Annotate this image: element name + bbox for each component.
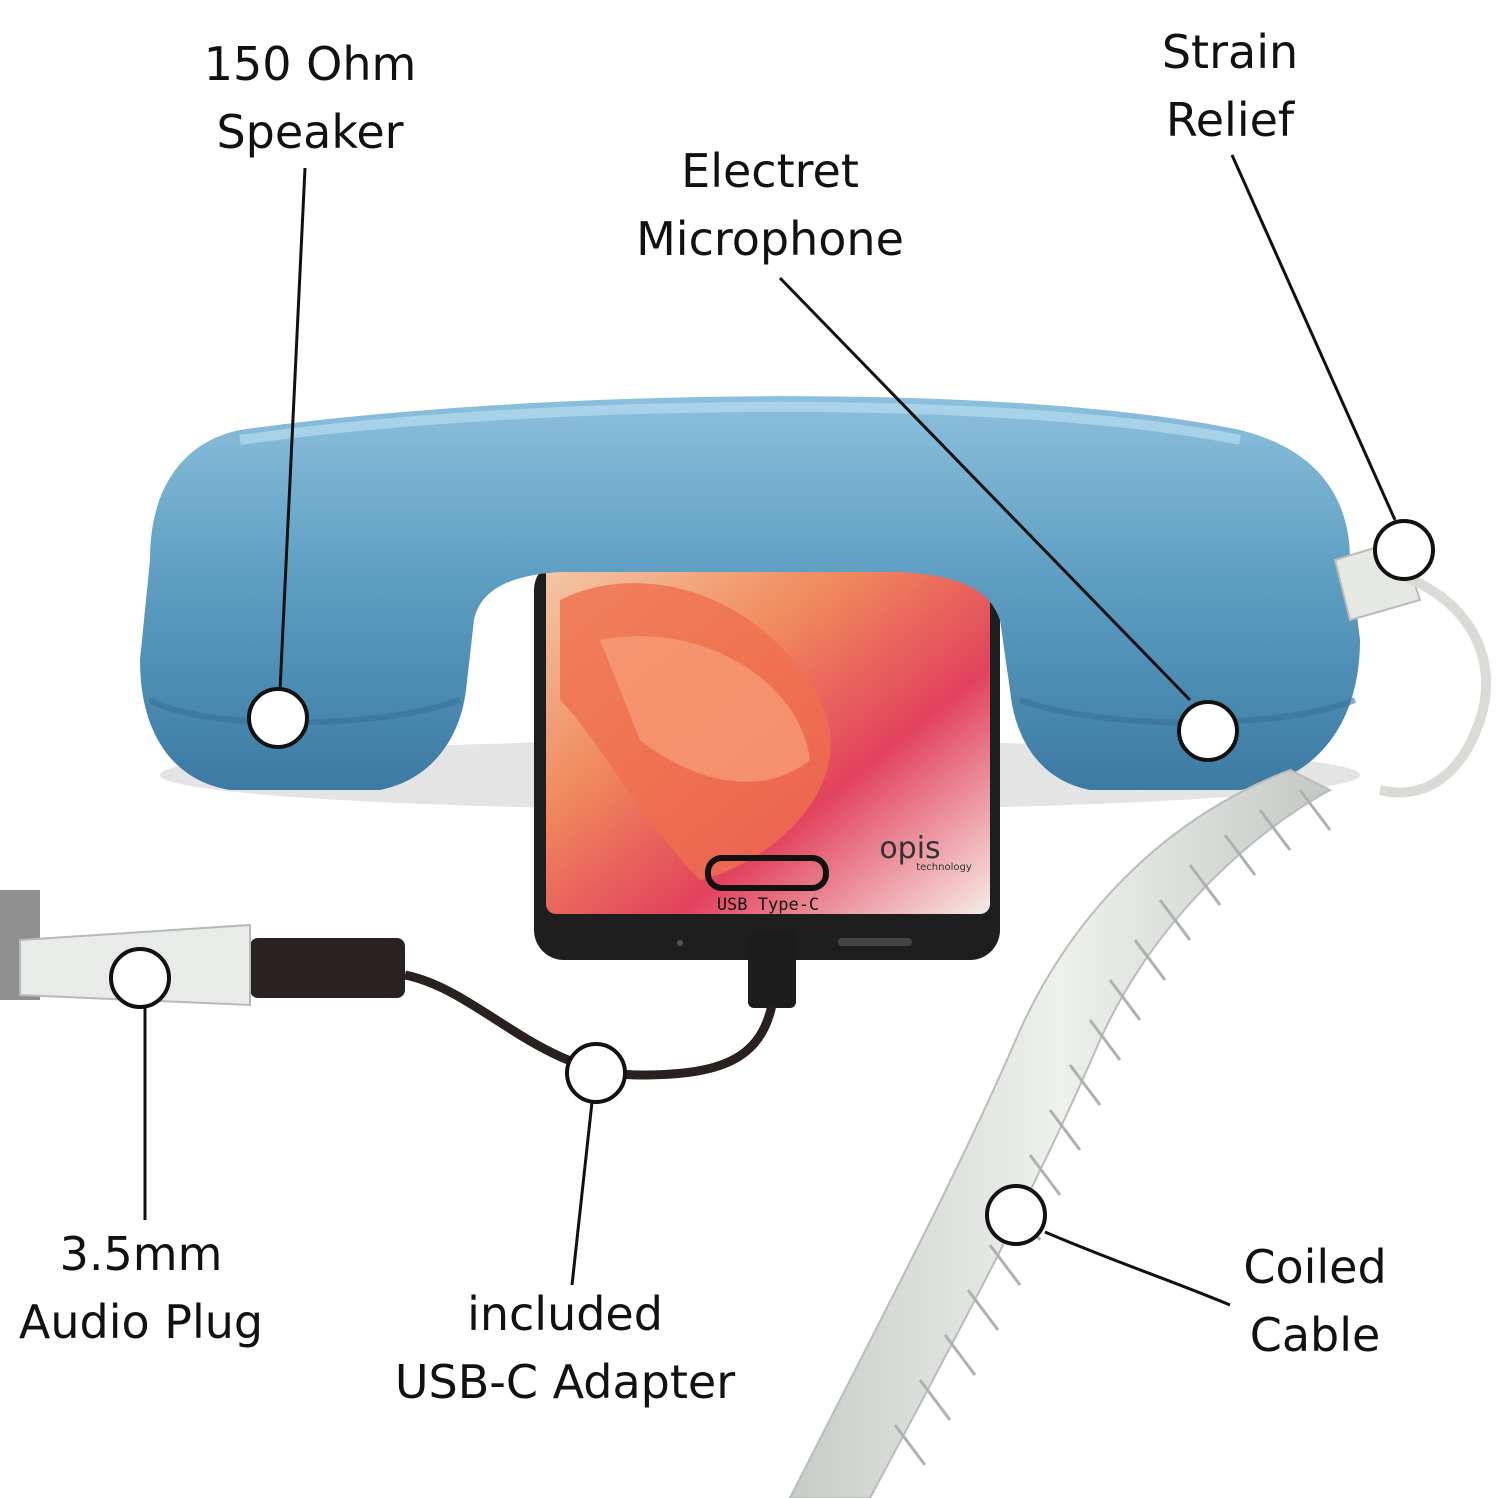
audio-plug-label: 3.5mm Audio Plug — [0, 1220, 282, 1356]
strain-relief-label-line1: Strain — [1161, 25, 1299, 79]
speaker-leader-line — [278, 167, 307, 691]
brand-logo: opis — [879, 831, 940, 866]
adapter-callout-dot — [565, 1042, 627, 1104]
adapter-label: included USB-C Adapter — [375, 1280, 755, 1416]
usb-c-adapter — [250, 930, 796, 1080]
strain-relief-label-line2: Relief — [1165, 93, 1295, 147]
cable-leader-line — [1044, 1230, 1231, 1307]
cable-label-line2: Cable — [1249, 1308, 1381, 1362]
cable-callout-dot — [985, 1184, 1047, 1246]
audio-plug-label-line2: Audio Plug — [18, 1295, 264, 1349]
cable-label-line1: Coiled — [1243, 1240, 1387, 1294]
cable-label: Coiled Cable — [1215, 1233, 1415, 1369]
audio-plug-callout-dot — [109, 947, 171, 1009]
usb-type-c-label: USB Type-C — [717, 895, 819, 915]
speaker-label: 150 Ohm Speaker — [190, 30, 430, 166]
strain-relief-leader-line — [1230, 154, 1397, 521]
brand-logo-sub: technology — [916, 862, 972, 873]
adapter-label-line2: USB-C Adapter — [394, 1355, 736, 1409]
microphone-label: Electret Microphone — [605, 137, 935, 273]
audio-plug-label-line1: 3.5mm — [59, 1227, 223, 1281]
speaker-label-line1: 150 Ohm — [203, 37, 417, 91]
adapter-leader-line — [570, 1101, 594, 1286]
strain-relief-callout-dot — [1373, 519, 1435, 581]
strain-relief-label: Strain Relief — [1130, 18, 1330, 154]
smartphone: USB Type-C opis technology — [534, 560, 1000, 960]
microphone-label-line2: Microphone — [636, 212, 904, 266]
speaker-label-line2: Speaker — [216, 105, 404, 159]
microphone-label-line1: Electret — [681, 144, 859, 198]
microphone-leader-line — [778, 276, 1192, 702]
speaker-callout-dot — [247, 687, 309, 749]
microphone-callout-dot — [1177, 700, 1239, 762]
adapter-label-line1: included — [467, 1287, 663, 1341]
